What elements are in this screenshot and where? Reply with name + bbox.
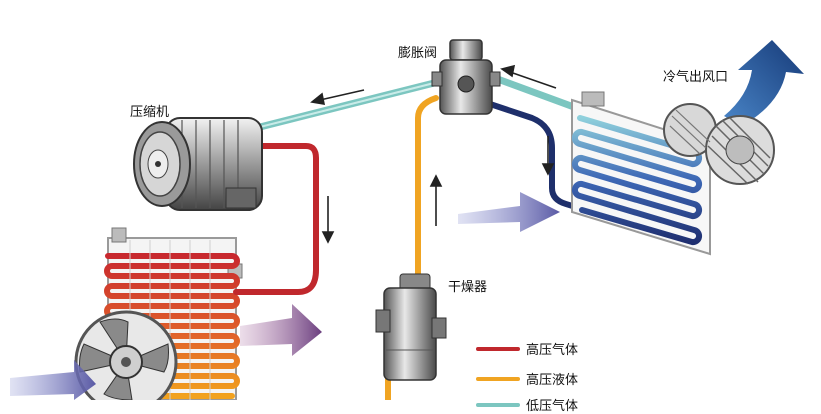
expansion-valve-icon — [431, 39, 501, 115]
dryer-label: 干燥器 — [448, 280, 488, 295]
legend-label: 高压气体 — [526, 343, 579, 358]
expansion-valve-label: 膨胀阀 — [398, 46, 438, 61]
legend-item-low-pressure-gas: 低压气体 — [476, 394, 676, 414]
compressor-label: 压缩机 — [130, 105, 170, 120]
ac-refrigeration-diagram: 膨胀阀 压缩机 冷气出风口 干燥器 高压气体 高压液体 低压气体 — [10, 39, 804, 414]
pipe-high-pressure-liquid — [415, 95, 439, 291]
cold-air-outlet-label: 冷气出风口 — [663, 70, 729, 85]
diagram-canvas — [10, 39, 804, 400]
evaporator-blower-icon — [663, 103, 775, 185]
flow-arrows — [310, 64, 557, 244]
pipe-high-pressure-gas — [233, 143, 319, 295]
dryer-icon — [375, 273, 447, 381]
legend-item-high-pressure-gas: 高压气体 — [476, 338, 676, 358]
airflow-arrows — [10, 192, 560, 400]
cold-air-outlet-arrow — [724, 40, 804, 126]
legend-swatch — [476, 347, 520, 351]
legend-swatch — [476, 403, 520, 407]
legend-label: 低压气体 — [526, 399, 579, 414]
legend-swatch — [476, 377, 520, 381]
compressor-icon — [133, 117, 263, 211]
legend-label: 高压液体 — [526, 373, 579, 388]
pipe-low-pressure-liquid — [475, 97, 595, 215]
condenser-fan-icon — [74, 310, 178, 400]
legend-item-high-pressure-liquid: 高压液体 — [476, 368, 676, 388]
